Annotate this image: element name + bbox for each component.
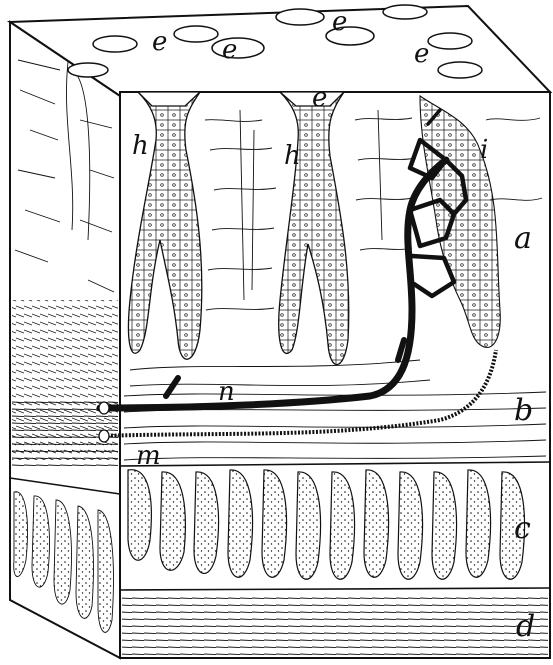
label-e-5: e (312, 83, 327, 113)
muscle-layer-longitudinal (120, 588, 550, 656)
label-a: a (514, 221, 532, 256)
label-e-4: e (414, 39, 429, 69)
label-e-3: e (332, 7, 347, 37)
label-b: b (514, 393, 533, 428)
label-i: i (480, 135, 488, 165)
label-c: c (514, 511, 531, 546)
label-n: n (218, 377, 235, 407)
label-h-2: h (284, 141, 301, 171)
label-h-1: h (132, 131, 149, 161)
label-e-1: e (152, 27, 167, 57)
label-m: m (136, 441, 161, 471)
label-e-2: e (222, 35, 237, 65)
label-d: d (516, 609, 535, 644)
